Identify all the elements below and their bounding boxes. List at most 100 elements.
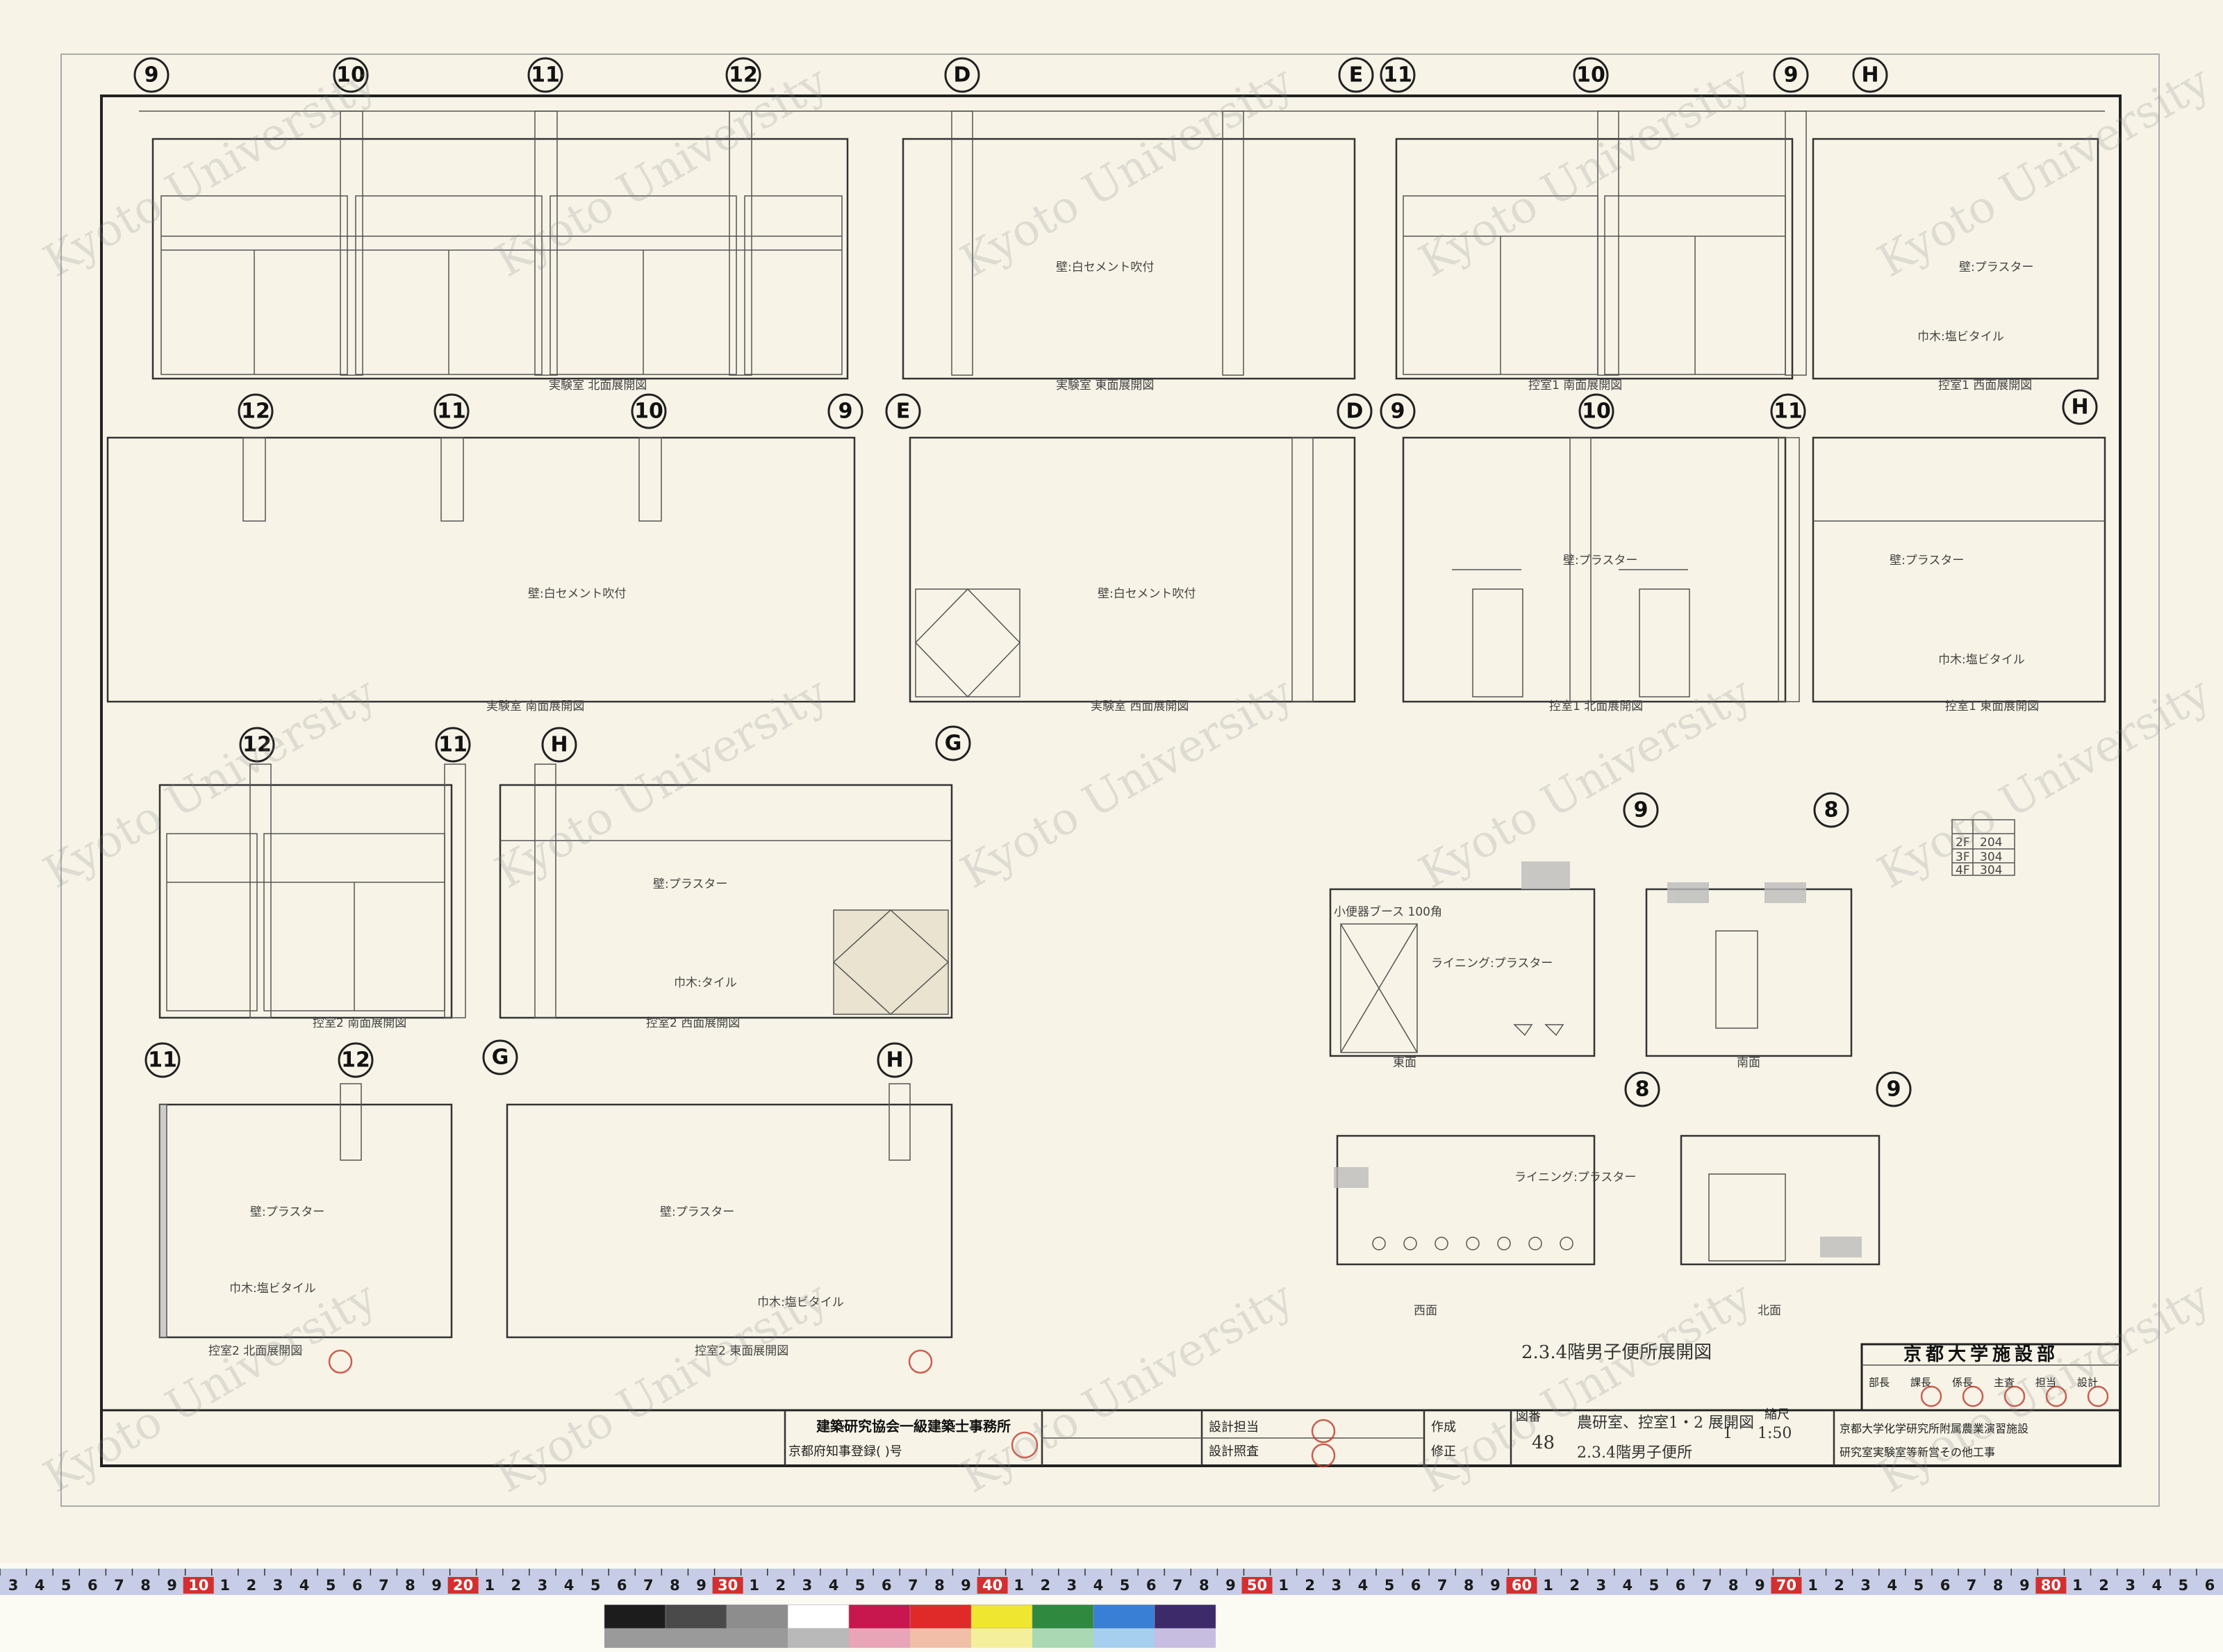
- ruler-major-badge: [977, 1577, 1008, 1594]
- ruler-number: 7: [1173, 1577, 1183, 1594]
- ruler-number: 2: [1569, 1577, 1580, 1594]
- ruler-number: 4: [299, 1577, 310, 1594]
- room-label: 控室1 西面展開図: [1938, 379, 2032, 393]
- ruler-number: 8: [1993, 1577, 2003, 1594]
- color-patch: [604, 1628, 788, 1648]
- room-label: 控室2 北面展開図: [208, 1344, 302, 1358]
- ruler-number: 9: [1490, 1577, 1501, 1594]
- grid-bubble: G: [492, 1046, 509, 1070]
- made-label: 作成: [1431, 1420, 1456, 1435]
- color-patch: [726, 1604, 788, 1629]
- grid-bubble: G: [945, 732, 962, 756]
- sheet-number: 1: [1723, 1425, 1733, 1442]
- ruler-number: 5: [1120, 1577, 1130, 1594]
- color-patch: [1154, 1604, 1216, 1629]
- ruler-number: 6: [1940, 1577, 1951, 1594]
- grid-bubble: 10: [1576, 63, 1605, 88]
- ruler-number: 5: [1914, 1577, 1924, 1594]
- ruler-number: 7: [379, 1577, 389, 1594]
- role-label: 設計: [2077, 1376, 2098, 1389]
- svg-text:壁:白セメント吹付: 壁:白セメント吹付: [1056, 261, 1154, 274]
- ruler-number: 60: [1512, 1577, 1532, 1594]
- ruler-number: 3: [8, 1577, 19, 1594]
- room-label: 控室1 東面展開図: [1945, 700, 2039, 713]
- grid-bubble: H: [1861, 63, 1878, 88]
- svg-text:巾木:タイル: 巾木:タイル: [674, 976, 737, 990]
- ruler-number: 8: [670, 1577, 680, 1594]
- ruler-number: 5: [326, 1577, 336, 1594]
- color-patch: [970, 1604, 1033, 1629]
- grid-bubble: 10: [336, 63, 365, 88]
- svg-text:巾木:塩ビタイル: 巾木:塩ビタイル: [1917, 330, 2004, 344]
- ruler-number: 7: [114, 1577, 124, 1594]
- row4-bubbles: 11 12 G H 8 9: [144, 1039, 1912, 1107]
- ruler-number: 9: [1755, 1577, 1765, 1594]
- room-label: 控室2 南面展開図: [313, 1016, 406, 1030]
- ruler-number: 70: [1776, 1577, 1796, 1594]
- svg-text:壁:プラスター: 壁:プラスター: [1959, 261, 2033, 274]
- grid-bubble: 11: [438, 733, 468, 757]
- ruler-number: 3: [802, 1577, 813, 1594]
- ruler-major-badge: [1241, 1577, 1273, 1594]
- ruler-number: 5: [855, 1577, 866, 1594]
- svg-text:壁:白セメント吹付: 壁:白セメント吹付: [1098, 587, 1196, 601]
- ruler-number: 3: [1860, 1577, 1871, 1594]
- project-line-1: 京都大学化学研究所附属農業演習施設: [1840, 1422, 2028, 1435]
- ruler-number: 9: [431, 1577, 442, 1594]
- watermark: Kyoto University: [35, 56, 385, 288]
- floor-cell: 2F: [1956, 836, 1970, 850]
- ruler-number: 2: [511, 1577, 522, 1594]
- grid-bubble: 12: [341, 1048, 370, 1073]
- room-cell: 304: [1980, 850, 2002, 864]
- ruler-number: 1: [1543, 1577, 1553, 1594]
- ruler-number: 3: [538, 1577, 548, 1594]
- ruler-number: 5: [1385, 1577, 1395, 1594]
- color-patch: [910, 1628, 971, 1648]
- color-patch: [788, 1628, 849, 1648]
- role-label: 係長: [1952, 1376, 1973, 1389]
- color-patch: [909, 1604, 972, 1629]
- svg-text:壁:プラスター: 壁:プラスター: [653, 877, 727, 891]
- ruler-number: 1: [484, 1577, 495, 1594]
- ruler-number: 3: [2125, 1577, 2135, 1594]
- ruler-number: 6: [882, 1577, 892, 1594]
- row1-bubbles: 9 10 11 12 D E 11 10 9 H: [133, 57, 1888, 93]
- row4-elevations: 壁:プラスター 壁:プラスター 巾木:塩ビタイル 巾木:塩ビタイル: [158, 1083, 953, 1339]
- ruler-number: 3: [1596, 1577, 1606, 1594]
- grid-bubble: 11: [148, 1048, 177, 1073]
- row3-bubbles: 12 11 H G 9 8: [239, 725, 1849, 828]
- role-label: 担当: [2035, 1376, 2056, 1389]
- ruler-number: 10: [188, 1577, 208, 1594]
- ruler-number: 6: [617, 1577, 627, 1594]
- ruler-number: 4: [564, 1577, 575, 1594]
- ruler-number: 3: [1331, 1577, 1341, 1594]
- ruler-number: 30: [718, 1577, 738, 1594]
- ruler-major-badge: [2035, 1577, 2067, 1594]
- title-block: [100, 1343, 2122, 1467]
- svg-text:巾木:塩ビタイル: 巾木:塩ビタイル: [757, 1296, 844, 1310]
- revise-label: 修正: [1431, 1444, 1456, 1459]
- scale-value: 1:50: [1758, 1425, 1792, 1442]
- svg-text:巾木:塩ビタイル: 巾木:塩ビタイル: [1938, 653, 2025, 667]
- room-label: 実験室 西面展開図: [1091, 700, 1189, 713]
- ruler-number: 6: [2205, 1577, 2215, 1594]
- grid-bubble: H: [550, 733, 568, 757]
- grid-bubble: 10: [1582, 399, 1611, 424]
- grid-bubble: 12: [241, 399, 270, 424]
- toilet-label-north: 北面: [1758, 1304, 1781, 1318]
- design-label: 設計担当: [1209, 1420, 1259, 1435]
- approval-roles: 部長 課長 係長 主査 担当 設計: [1869, 1376, 2098, 1389]
- check-label: 設計照査: [1209, 1444, 1259, 1459]
- svg-text:巾木:塩ビタイル: 巾木:塩ビタイル: [229, 1282, 316, 1296]
- toilet-label-east: 東面: [1393, 1056, 1416, 1070]
- ruler-number: 1: [1278, 1577, 1289, 1594]
- dept-name: 京都大学施設部: [1903, 1344, 2059, 1365]
- ruler-number: 6: [1146, 1577, 1157, 1594]
- room-label: 実験室 南面展開図: [486, 700, 584, 713]
- watermark: Kyoto University: [952, 56, 1302, 288]
- ruler-number: 1: [749, 1577, 759, 1594]
- row1-elevations: 壁:白セメント吹付 壁:プラスター 巾木:塩ビタイル: [139, 110, 2105, 380]
- watermark: Kyoto University: [1869, 56, 2219, 288]
- ruler-number: 6: [1411, 1577, 1421, 1594]
- ruler-number: 8: [140, 1577, 151, 1594]
